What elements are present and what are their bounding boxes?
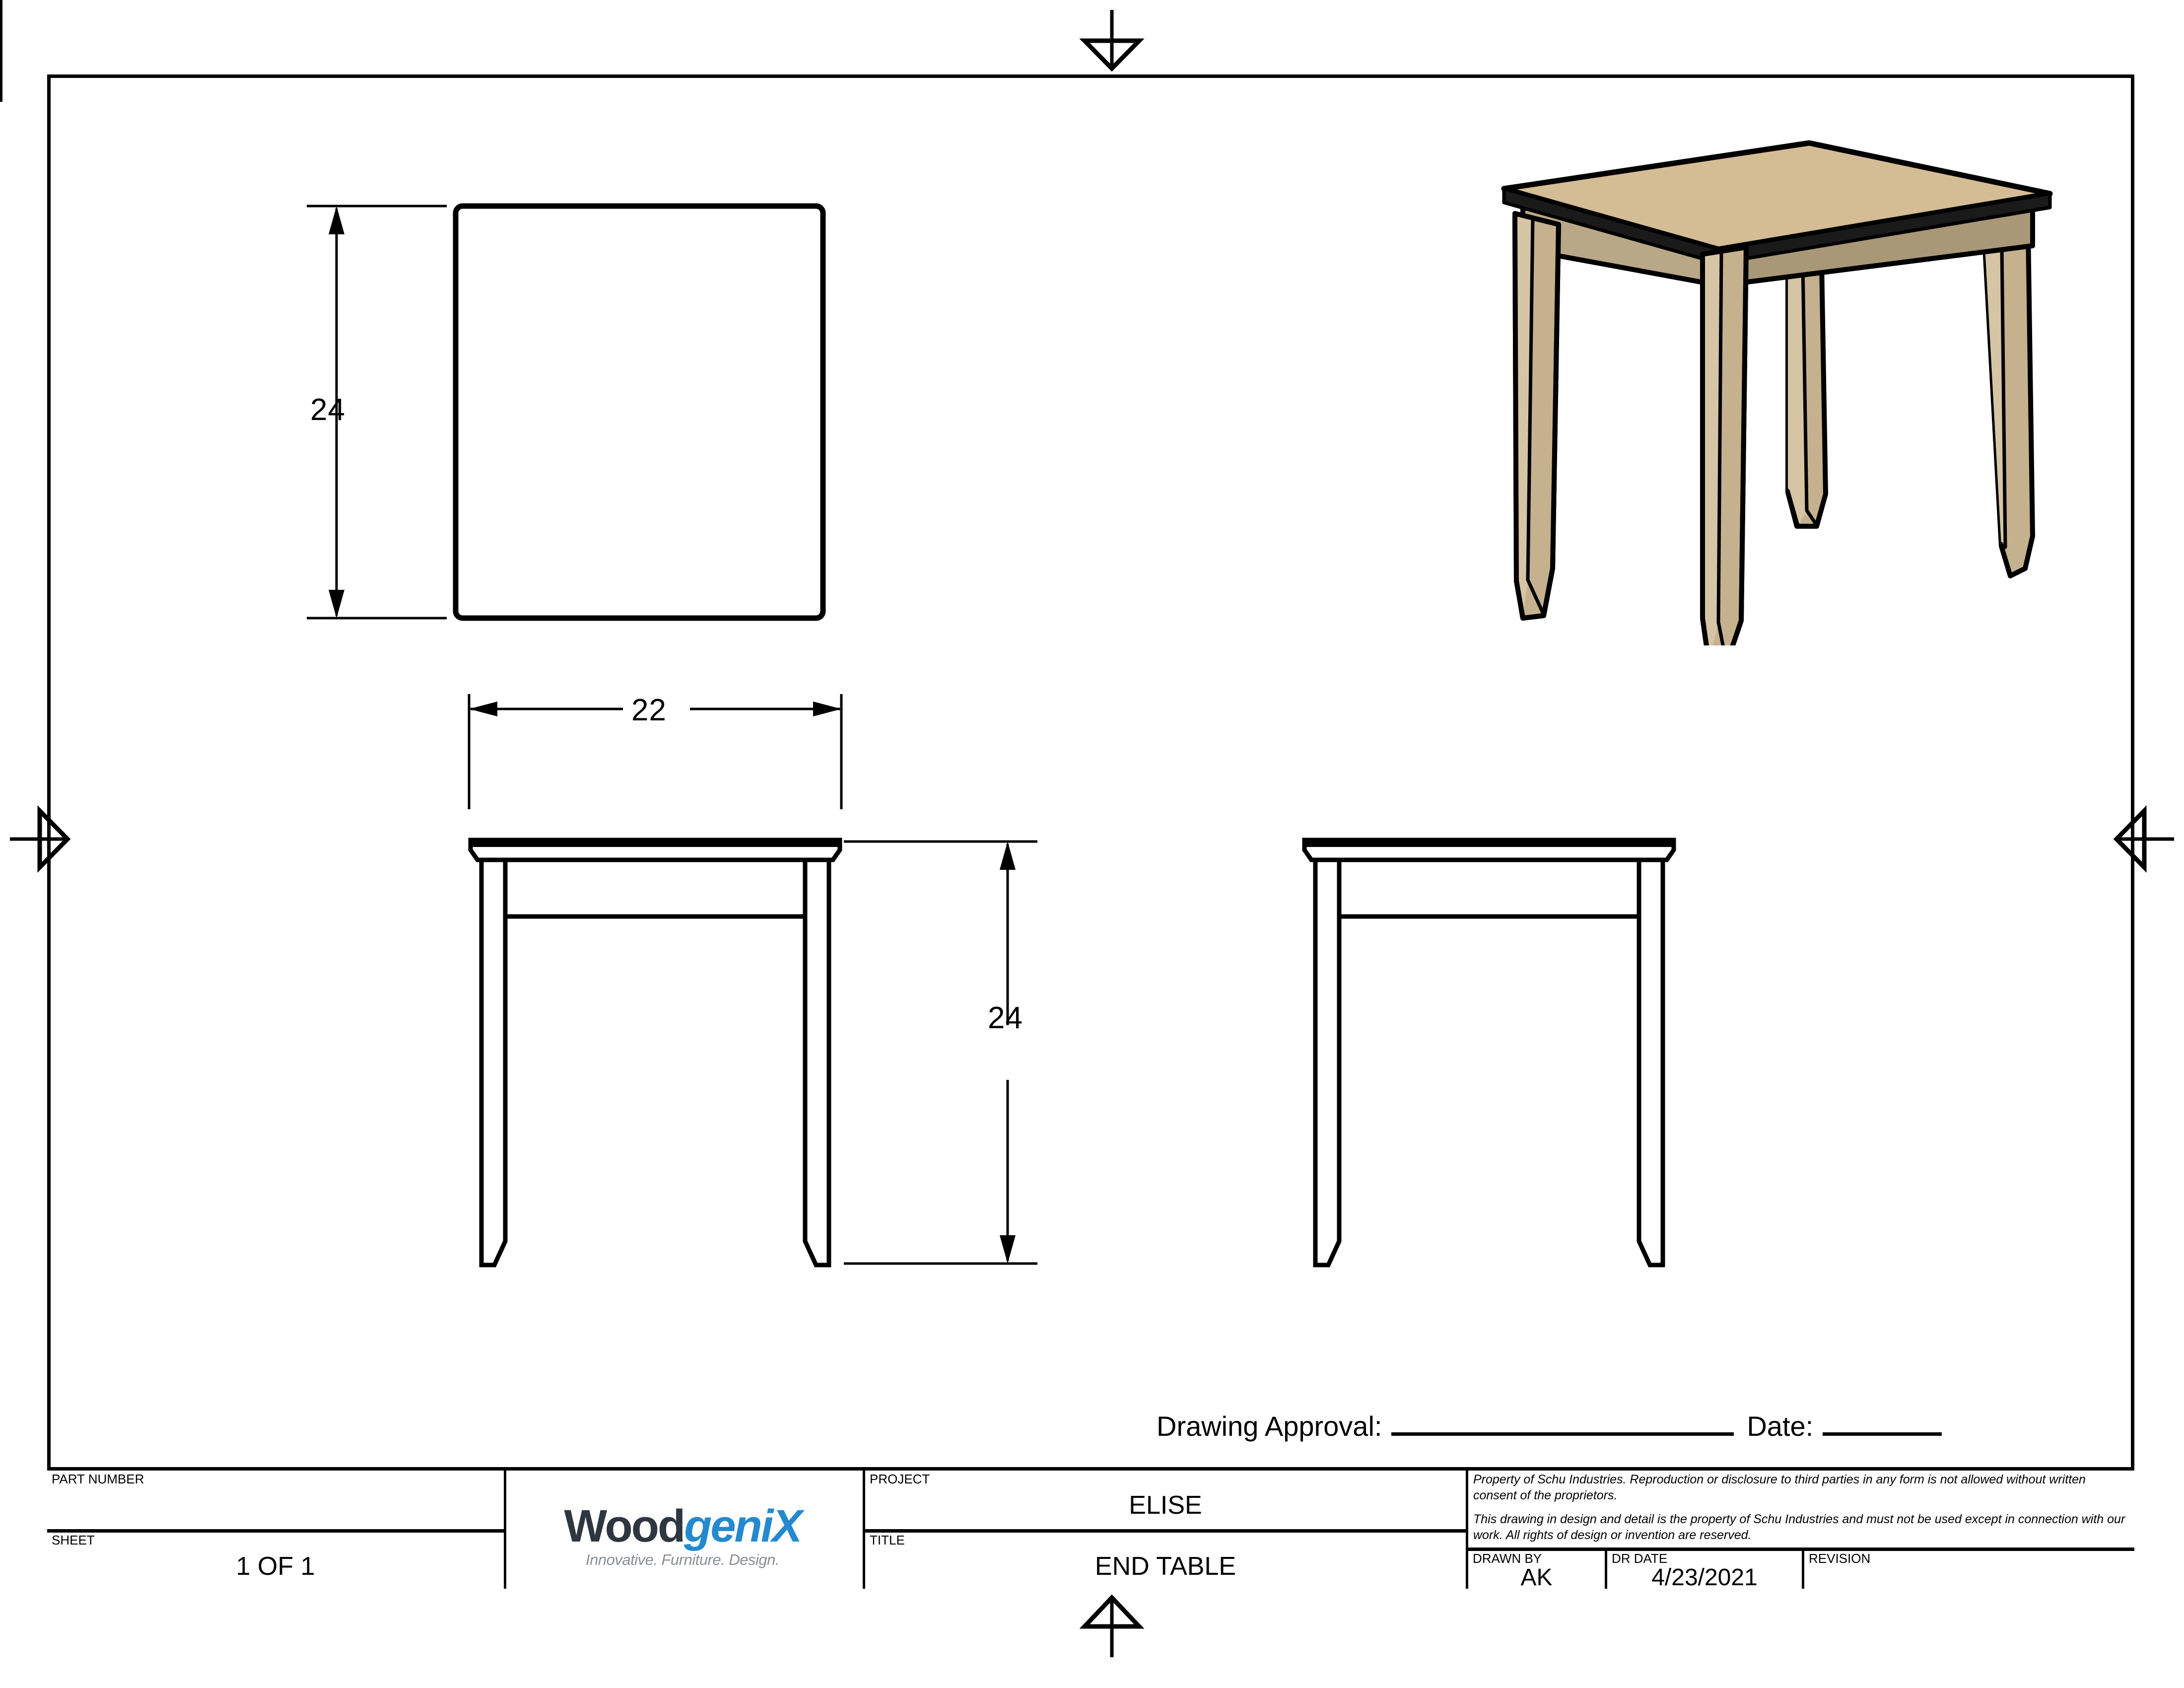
title-block-vrule-1 (504, 1471, 506, 1589)
top-view (307, 203, 826, 621)
title-block-vrule-4 (1605, 1549, 1607, 1589)
dr-date-label: DR DATE (1612, 1551, 1668, 1566)
title-value[interactable]: END TABLE (1094, 1552, 1236, 1581)
title-block-hrule-mid (863, 1529, 1466, 1533)
logo-cell (506, 1471, 863, 1589)
drawing-approval-line[interactable] (1391, 1432, 1734, 1436)
woodgenix-logo: WoodgeniX Innovative. Furniture. Design. (511, 1503, 854, 1585)
top-view-dimension-24: 24 (310, 393, 345, 427)
project-label: PROJECT (870, 1472, 930, 1486)
centering-mark-right (2113, 805, 2174, 873)
logo-word-genix: geniX (684, 1501, 802, 1551)
front-view-width-dimension (468, 693, 843, 809)
title-label: TITLE (870, 1533, 905, 1547)
side-elevation-view (1302, 838, 1676, 1267)
isometric-view (1501, 140, 2053, 645)
centering-mark-left (10, 805, 71, 873)
title-block-hrule-right (1466, 1547, 2134, 1551)
drawn-by-label: DRAWN BY (1473, 1551, 1542, 1566)
sheet-label: SHEET (52, 1533, 95, 1547)
title-block: PART NUMBER SHEET 1 OF 1 PROJECT ELISE T… (47, 1467, 2134, 1591)
project-value[interactable]: ELISE (1129, 1491, 1202, 1520)
drawing-approval-label: Drawing Approval: (1157, 1410, 1382, 1442)
front-elevation-view (468, 838, 842, 1267)
sheet-value[interactable]: 1 OF 1 (236, 1552, 315, 1581)
title-block-vrule-5 (1802, 1549, 1804, 1589)
title-block-vrule-3 (1466, 1471, 1468, 1589)
date-line[interactable] (1822, 1432, 1942, 1436)
logo-tagline: Innovative. Furniture. Design. (586, 1551, 779, 1568)
legal-paragraph-2: This drawing in design and detail is the… (1473, 1512, 2125, 1542)
part-number-cell: PART NUMBER (47, 1471, 504, 1529)
revision-label: REVISION (1809, 1551, 1871, 1566)
dr-date-cell: DR DATE 4/23/2021 (1607, 1550, 1802, 1591)
front-view-dimension-24: 24 (988, 1001, 1023, 1035)
edge-tick-left (0, 0, 2, 102)
centering-mark-bottom (1079, 1594, 1145, 1657)
front-view-dimension-22: 22 (631, 693, 667, 727)
project-cell: PROJECT ELISE (865, 1471, 1466, 1529)
title-cell: TITLE END TABLE (865, 1532, 1466, 1589)
sheet-cell: SHEET 1 OF 1 (47, 1532, 504, 1589)
legal-paragraph-1: Property of Schu Industries. Reproductio… (1473, 1473, 2086, 1502)
part-number-label: PART NUMBER (52, 1472, 144, 1486)
drawn-by-value[interactable]: AK (1520, 1564, 1553, 1591)
centering-mark-top (1079, 10, 1145, 72)
front-view-height-dimension (844, 840, 1062, 1265)
title-block-hrule-left (47, 1529, 504, 1533)
drawn-by-cell: DRAWN BY AK (1468, 1550, 1605, 1591)
legal-notice-cell: Property of Schu Industries. Reproductio… (1468, 1471, 2134, 1547)
date-label: Date: (1747, 1410, 1814, 1442)
revision-cell: REVISION (1804, 1550, 2134, 1589)
logo-wordmark: WoodgeniX (511, 1503, 854, 1549)
logo-word-wood: Wood (564, 1501, 685, 1551)
approval-row: Drawing Approval: Date: (1157, 1410, 2129, 1455)
dr-date-value[interactable]: 4/23/2021 (1651, 1564, 1758, 1591)
